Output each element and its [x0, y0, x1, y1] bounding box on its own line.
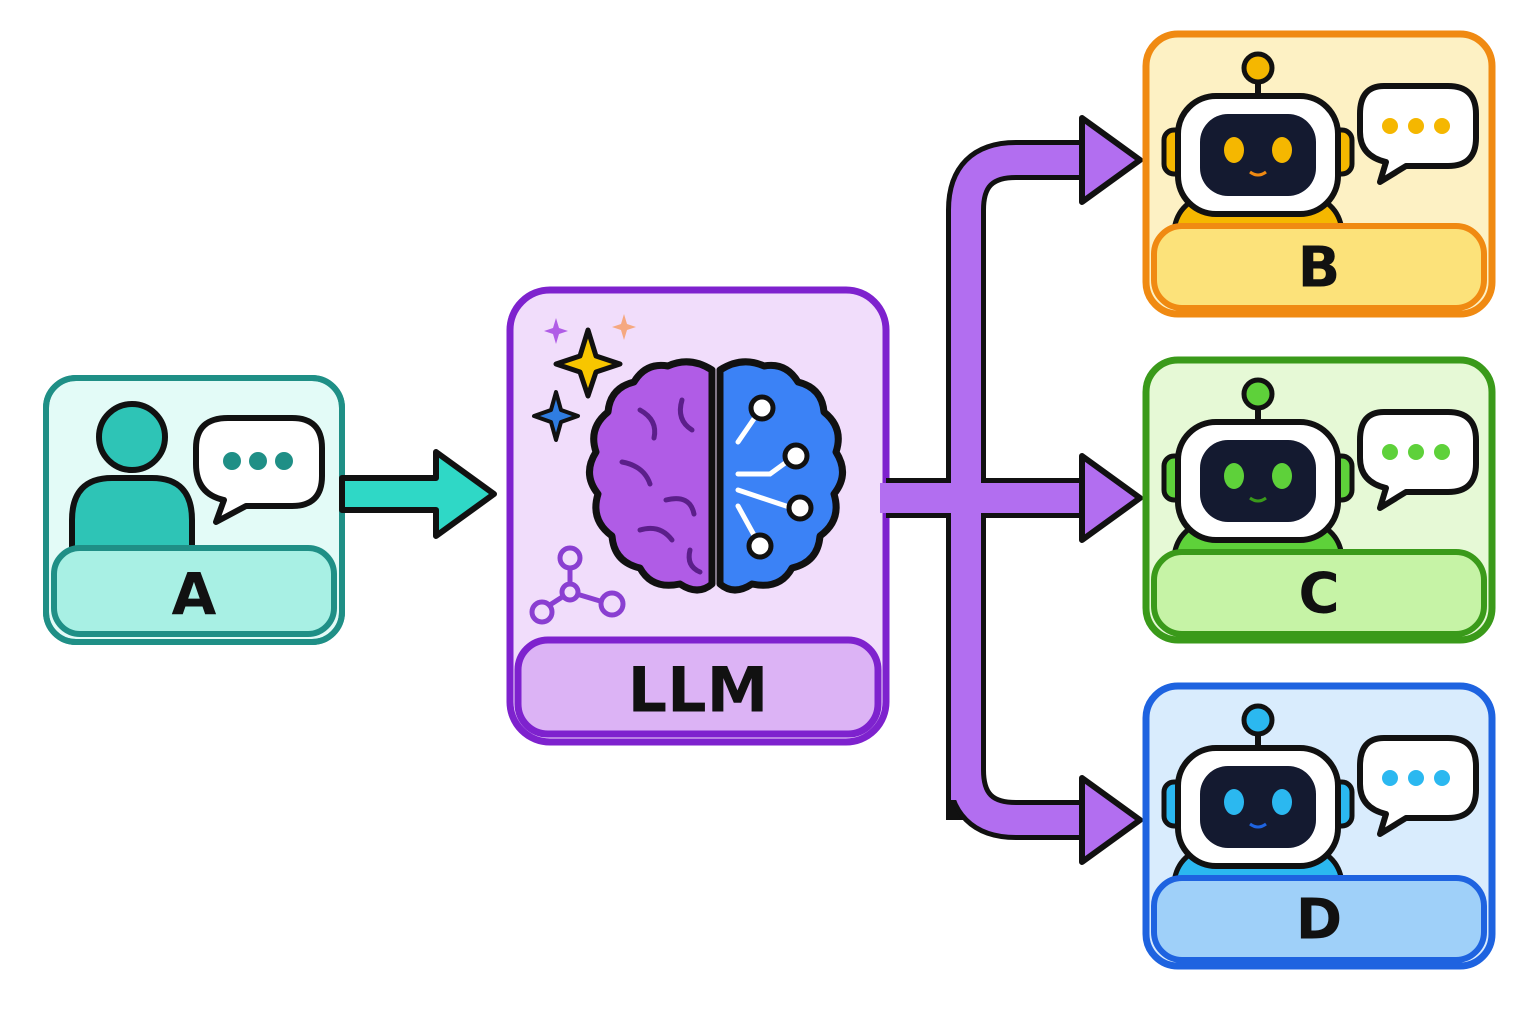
arrow-to-c	[1079, 453, 1143, 543]
node-llm-label: LLM	[628, 654, 769, 727]
node-a: A	[43, 375, 345, 645]
connector-a-to-llm	[339, 449, 497, 539]
speech-bubble-icon	[1357, 735, 1479, 837]
robot-icon	[1161, 377, 1355, 559]
node-b-label-bar	[1151, 223, 1487, 311]
user-icon	[69, 401, 195, 563]
node-c: C	[1142, 356, 1496, 644]
speech-bubble-icon	[1357, 409, 1479, 511]
speech-bubble-icon	[1357, 83, 1479, 185]
node-a-label-bar	[51, 545, 337, 637]
node-d: D	[1142, 682, 1496, 970]
node-c-label-bar	[1151, 549, 1487, 637]
arrow-to-d	[1079, 775, 1143, 865]
node-llm-label-bar	[514, 636, 882, 738]
arrow-to-b	[1079, 115, 1143, 205]
robot-icon	[1161, 703, 1355, 885]
node-b: B	[1142, 30, 1496, 318]
node-d-label: D	[1296, 888, 1342, 953]
robot-icon	[1161, 51, 1355, 233]
network-icon	[529, 545, 626, 625]
brain-icon	[586, 358, 846, 594]
node-b-label: B	[1298, 236, 1341, 301]
sparkle-icon	[532, 314, 636, 442]
speech-bubble-icon	[193, 415, 325, 525]
agent-nodes: B C D	[1142, 30, 1496, 970]
node-c-label: C	[1298, 562, 1339, 627]
node-d-label-bar	[1151, 875, 1487, 963]
connector-llm-to-agents	[880, 115, 1143, 865]
node-a-label: A	[172, 560, 217, 628]
node-llm: LLM	[506, 286, 890, 746]
